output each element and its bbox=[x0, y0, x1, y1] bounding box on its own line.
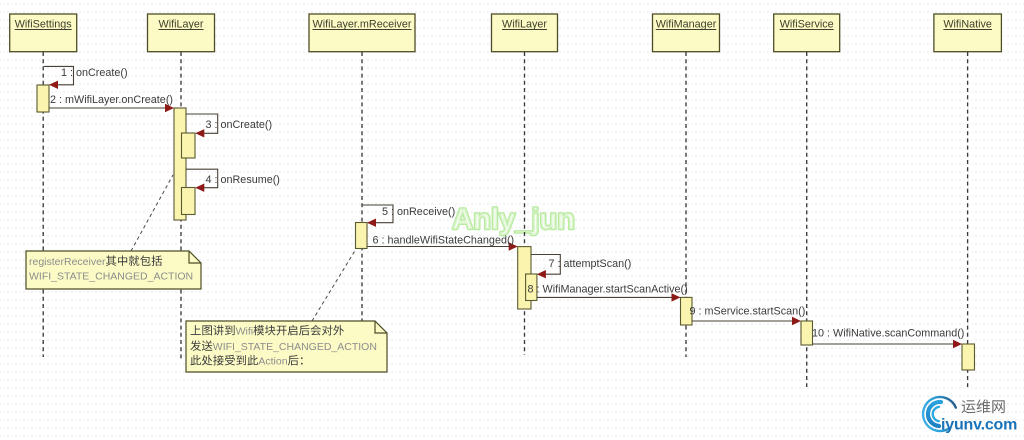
svg-text:5 : onReceive(): 5 : onReceive() bbox=[382, 206, 455, 218]
svg-text:3 : onCreate(): 3 : onCreate() bbox=[206, 119, 273, 131]
svg-text:iyunv.com: iyunv.com bbox=[941, 417, 1017, 434]
svg-text:registerReceiver: registerReceiver bbox=[29, 256, 106, 268]
svg-text:Anly_jun: Anly_jun bbox=[452, 203, 575, 236]
svg-text:6 : handleWifiStateChanged(): 6 : handleWifiStateChanged() bbox=[373, 235, 515, 247]
svg-text:8 : WifiManager.startScanActiv: 8 : WifiManager.startScanActive() bbox=[528, 284, 688, 296]
svg-text:WifiService: WifiService bbox=[780, 19, 834, 31]
svg-text:WifiSettings: WifiSettings bbox=[15, 19, 73, 31]
svg-text:10 : WifiNative.scanCommand(): 10 : WifiNative.scanCommand() bbox=[812, 328, 964, 340]
svg-text:WifiManager: WifiManager bbox=[656, 19, 717, 31]
svg-text:WIFI_STATE_CHANGED_ACTION: WIFI_STATE_CHANGED_ACTION bbox=[29, 271, 193, 283]
svg-text:2 : mWifiLayer.onCreate(): 2 : mWifiLayer.onCreate() bbox=[50, 94, 173, 106]
svg-text:WifiLayer: WifiLayer bbox=[502, 19, 547, 31]
svg-text:Wifi: Wifi bbox=[236, 326, 254, 338]
svg-text:4 : onResume(): 4 : onResume() bbox=[206, 174, 280, 186]
svg-text:WIFI_STATE_CHANGED_ACTION: WIFI_STATE_CHANGED_ACTION bbox=[213, 341, 377, 353]
svg-text:7 : attemptScan(): 7 : attemptScan() bbox=[549, 258, 632, 270]
svg-text:WifiNative: WifiNative bbox=[943, 19, 992, 31]
svg-text:1 : onCreate(): 1 : onCreate() bbox=[61, 67, 128, 79]
svg-text:9 : mService.startScan(): 9 : mService.startScan() bbox=[690, 306, 806, 318]
svg-text:WifiLayer: WifiLayer bbox=[159, 19, 204, 31]
svg-text:Action: Action bbox=[258, 356, 287, 368]
svg-text:WifiLayer.mReceiver: WifiLayer.mReceiver bbox=[313, 19, 412, 31]
